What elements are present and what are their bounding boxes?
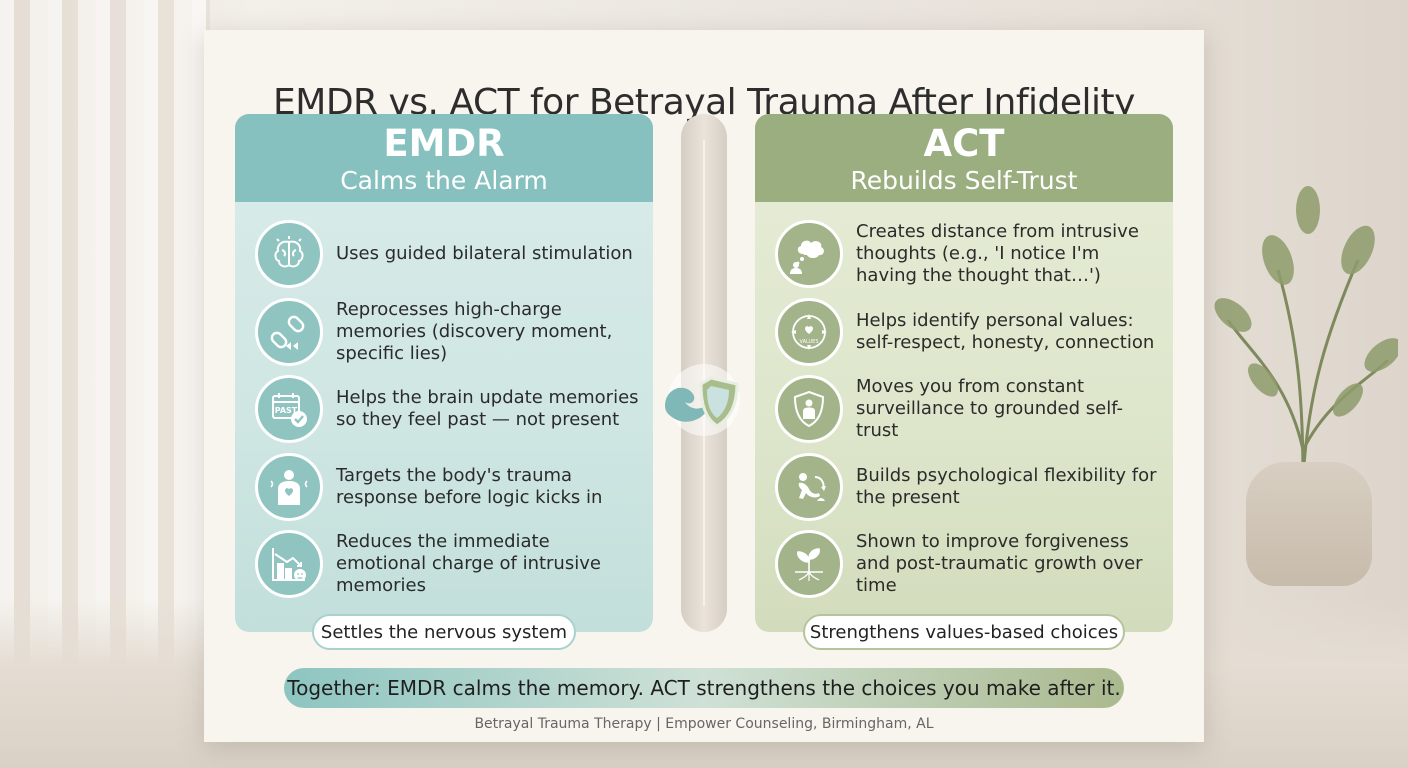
emdr-header: EMDR Calms the Alarm (235, 114, 653, 202)
act-item: VALUES Helps identify personal values: s… (755, 294, 1173, 372)
emdr-subtitle: Calms the Alarm (340, 166, 548, 195)
emdr-summary-pill: Settles the nervous system (312, 614, 576, 650)
emdr-item: Reprocesses high-charge memories (discov… (235, 294, 653, 372)
emdr-item-text: Reduces the immediate emotional charge o… (336, 531, 601, 596)
act-item-text: Builds psychological flexibility for the… (856, 464, 1157, 508)
act-subtitle: Rebuilds Self-Trust (850, 166, 1078, 195)
emdr-item: PAST Helps the brain update memories so … (235, 371, 653, 449)
act-header: ACT Rebuilds Self-Trust (755, 114, 1173, 202)
person-shield-icon (775, 375, 843, 443)
act-item: Moves you from constant surveillance to … (755, 371, 1173, 449)
brain-icon (255, 220, 323, 288)
act-panel: ACT Rebuilds Self-Trust Creates distance… (755, 114, 1173, 632)
past-label: PAST (275, 406, 298, 415)
values-label: VALUES (799, 339, 818, 345)
emdr-item-text: Reprocesses high-charge memories (discov… (336, 298, 613, 364)
act-item: Shown to improve forgiveness and post-tr… (755, 526, 1173, 604)
emdr-panel: EMDR Calms the Alarm Uses guided bilater… (235, 114, 653, 632)
footer-credit: Betrayal Trauma Therapy | Empower Counse… (474, 716, 934, 732)
broken-link-rewind-icon (255, 297, 323, 366)
background-plant-pot (1246, 462, 1372, 586)
emdr-item-text: Helps the brain update memories so they … (336, 387, 639, 430)
together-banner: Together: EMDR calms the memory. ACT str… (284, 668, 1124, 708)
emdr-item-text: Targets the body's trauma response befor… (336, 464, 603, 508)
sprouting-plant-icon (775, 530, 843, 598)
emdr-item: Reduces the immediate emotional charge o… (235, 526, 653, 604)
past-calendar-icon: PAST (255, 375, 323, 443)
act-item-text: Shown to improve forgiveness and post-tr… (856, 531, 1143, 596)
body-heart-icon (255, 452, 323, 521)
act-item: Creates distance from intrusive thoughts… (755, 216, 1173, 294)
act-item-text: Moves you from constant surveillance to … (856, 376, 1124, 441)
act-item: Builds psychological flexibility for the… (755, 449, 1173, 527)
emdr-item: Uses guided bilateral stimulation (235, 216, 653, 294)
values-compass-icon: VALUES (775, 297, 843, 366)
wave-shield-icon (665, 364, 740, 436)
flexible-figure-icon (775, 452, 843, 521)
background-plant-icon (1214, 186, 1398, 480)
infographic-card: EMDR vs. ACT for Betrayal Trauma After I… (204, 30, 1204, 742)
declining-chart-icon (255, 530, 323, 598)
emdr-title: EMDR (383, 122, 505, 165)
emdr-item-text: Uses guided bilateral stimulation (336, 243, 633, 264)
act-item-text: Helps identify personal values: self-res… (856, 309, 1155, 353)
thought-bubble-icon (775, 220, 843, 288)
act-item-text: Creates distance from intrusive thoughts… (856, 221, 1139, 286)
act-summary-pill: Strengthens values-based choices (803, 614, 1125, 650)
act-title: ACT (923, 122, 1005, 165)
emdr-item: Targets the body's trauma response befor… (235, 449, 653, 527)
